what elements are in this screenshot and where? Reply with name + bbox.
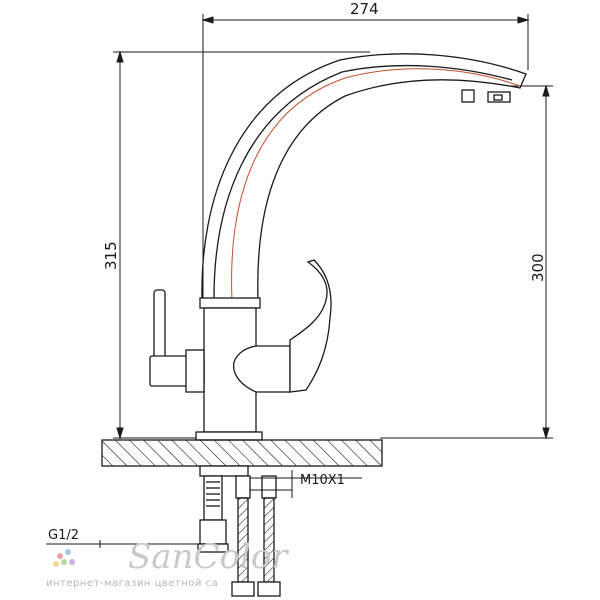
pipe-thread-leader — [46, 540, 200, 548]
total-height-dimension — [113, 50, 370, 440]
faucet-spout — [201, 53, 527, 301]
watermark-tagline: интернет-магазин цветной са — [46, 578, 218, 589]
filter-water-handle — [149, 289, 205, 393]
total-height-label: 315 — [102, 241, 120, 270]
spout-height-label: 300 — [529, 253, 547, 282]
mixer-lever — [232, 259, 332, 393]
flexible-hose-right — [257, 475, 281, 597]
countertop — [101, 439, 383, 467]
spout-centerline — [231, 68, 521, 438]
watermark-logo — [53, 549, 75, 567]
width-dimension — [201, 14, 530, 300]
spout-height-dimension — [380, 84, 553, 440]
flexible-hose-left — [231, 475, 255, 597]
pipe-thread-label: G1/2 — [48, 528, 79, 543]
width-dimension-label: 274 — [350, 0, 379, 18]
hose-thread-leader — [250, 470, 362, 498]
watermark-brand: SanColor — [128, 537, 289, 577]
hose-thread-label: M10X1 — [300, 473, 345, 488]
spout-nozzle — [461, 89, 511, 103]
mounting-shank — [197, 465, 249, 553]
